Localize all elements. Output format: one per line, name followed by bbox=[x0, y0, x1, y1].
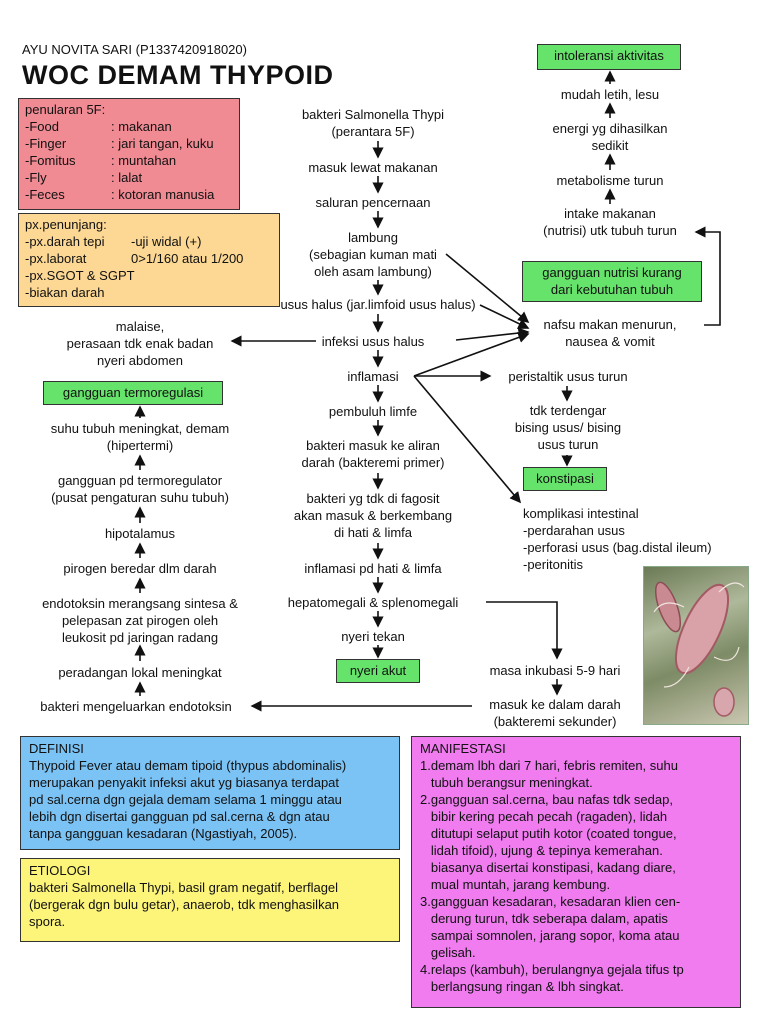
definisi-box: DEFINISI Thypoid Fever atau demam tipoid… bbox=[20, 736, 400, 850]
node-fagosit: bakteri yg tdk di fagosit akan masuk & b… bbox=[293, 491, 453, 540]
node-pirogen: pirogen beredar dlm darah bbox=[63, 561, 217, 576]
node-saluran-pencernaan: saluran pencernaan bbox=[315, 195, 431, 210]
diagnosis-konstipasi: konstipasi bbox=[523, 467, 607, 491]
node-metabolisme: metabolisme turun bbox=[556, 173, 664, 188]
node-inflamasi: inflamasi bbox=[347, 369, 399, 384]
node-gangguan-termoregulator: gangguan pd termoregulator (pusat pengat… bbox=[51, 473, 229, 505]
penularan-row: -Fomitus: muntahan bbox=[25, 153, 177, 168]
penularan-row: -Food: makanan bbox=[25, 119, 172, 134]
node-lambung: lambung (sebagian kuman mati oleh asam l… bbox=[309, 230, 437, 279]
node-komplikasi: komplikasi intestinal -perdarahan usus -… bbox=[523, 506, 712, 572]
author-label: AYU NOVITA SARI (P1337420918020) bbox=[22, 42, 247, 57]
page-title: WOC DEMAM THYPOID bbox=[22, 60, 334, 90]
penularan-row: -Feces: kotoran manusia bbox=[25, 187, 215, 202]
penunjang-row: -biakan darah bbox=[25, 285, 105, 300]
node-malaise: malaise, perasaan tdk enak badan nyeri a… bbox=[66, 319, 214, 368]
node-bising-usus: tdk terdengar bising usus/ bising usus t… bbox=[514, 403, 622, 452]
penularan-title: penularan 5F: bbox=[25, 102, 106, 117]
arrow-infeksi-nafsu bbox=[455, 327, 530, 341]
definisi-title: DEFINISI bbox=[29, 741, 84, 756]
node-peradangan: peradangan lokal meningkat bbox=[58, 665, 222, 680]
node-peristaltik: peristaltik usus turun bbox=[508, 369, 628, 384]
manifestasi-box: MANIFESTASI 1.demam lbh dari 7 hari, feb… bbox=[411, 736, 741, 1008]
arrow-nafsu-intake bbox=[694, 226, 721, 326]
node-suhu-tubuh: suhu tubuh meningkat, demam (hipertermi) bbox=[50, 421, 230, 453]
node-mudah-letih: mudah letih, lesu bbox=[560, 87, 660, 102]
etiologi-box: ETIOLOGI bakteri Salmonella Thypi, basil… bbox=[20, 858, 400, 942]
manifestasi-item: 4.relaps (kambuh), berulangnya gejala ti… bbox=[420, 962, 684, 994]
definisi-text: Thypoid Fever atau demam tipoid (thypus … bbox=[29, 758, 347, 841]
penunjang-box: px.penunjang: -px.darah tepi-uji widal (… bbox=[18, 213, 280, 307]
arrow-usus-nafsu bbox=[479, 304, 530, 329]
etiologi-text: bakteri Salmonella Thypi, basil gram neg… bbox=[29, 880, 340, 929]
node-masuk-makanan: masuk lewat makanan bbox=[308, 160, 438, 175]
arrow-hepato-masa bbox=[486, 601, 563, 660]
diagnosis-intoleransi-aktivitas: intoleransi aktivitas bbox=[537, 44, 681, 70]
node-infeksi-usus: infeksi usus halus bbox=[321, 334, 425, 349]
node-usus-halus: usus halus (jar.limfoid usus halus) bbox=[280, 297, 476, 312]
penularan-row: -Finger: jari tangan, kuku bbox=[25, 136, 214, 151]
etiologi-title: ETIOLOGI bbox=[29, 863, 91, 878]
node-energi: energi yg dihasilkan sedikit bbox=[552, 121, 668, 153]
node-hepatomegali: hepatomegali & splenomegali bbox=[287, 595, 459, 610]
manifestasi-item: 3.gangguan kesadaran, kesadaran klien ce… bbox=[420, 894, 681, 960]
node-intake-makanan: intake makanan (nutrisi) utk tubuh turun bbox=[543, 206, 677, 238]
node-pembuluh-limfe: pembuluh limfe bbox=[328, 404, 418, 419]
node-nafsu-makan: nafsu makan menurun, nausea & vomit bbox=[543, 317, 677, 349]
node-bakteremi-sekunder: masuk ke dalam darah (bakteremi sekunder… bbox=[489, 697, 621, 729]
manifestasi-item: 2.gangguan sal.cerna, bau nafas tdk seda… bbox=[420, 792, 677, 892]
arrow-inflamasi-nafsu bbox=[413, 332, 530, 377]
node-masa-inkubasi: masa inkubasi 5-9 hari bbox=[489, 663, 621, 678]
manifestasi-item: 1.demam lbh dari 7 hari, febris remiten,… bbox=[420, 758, 678, 790]
node-bakteri-endotoksin: bakteri mengeluarkan endotoksin bbox=[40, 699, 232, 714]
penunjang-title: px.penunjang: bbox=[25, 217, 107, 232]
penunjang-row: -px.SGOT & SGPT bbox=[25, 268, 135, 283]
node-nyeri-tekan: nyeri tekan bbox=[341, 629, 405, 644]
node-bakteri-salmonella: bakteri Salmonella Thypi (perantara 5F) bbox=[301, 107, 445, 139]
node-endotoksin-sintesa: endotoksin merangsang sintesa & pelepasa… bbox=[42, 596, 238, 645]
node-bakteremi-primer: bakteri masuk ke aliran darah (bakteremi… bbox=[301, 438, 445, 470]
diagnosis-gangguan-termoregulasi: gangguan termoregulasi bbox=[43, 381, 223, 405]
node-inflamasi-hati: inflamasi pd hati & limfa bbox=[304, 561, 442, 576]
diagnosis-nyeri-akut: nyeri akut bbox=[336, 659, 420, 683]
diagnosis-gangguan-nutrisi: gangguan nutrisi kurang dari kebutuhan t… bbox=[522, 261, 702, 302]
penularan-row: -Fly: lalat bbox=[25, 170, 143, 185]
arrow-inflamasi-komplikasi bbox=[413, 375, 522, 504]
penularan-box: penularan 5F: -Food: makanan -Finger: ja… bbox=[18, 98, 240, 210]
bacteria-image bbox=[643, 566, 749, 725]
manifestasi-title: MANIFESTASI bbox=[420, 741, 506, 756]
penunjang-row: -px.darah tepi-uji widal (+) bbox=[25, 234, 202, 249]
node-hipotalamus: hipotalamus bbox=[104, 526, 176, 541]
arrow-lambung-nafsu bbox=[445, 253, 530, 324]
